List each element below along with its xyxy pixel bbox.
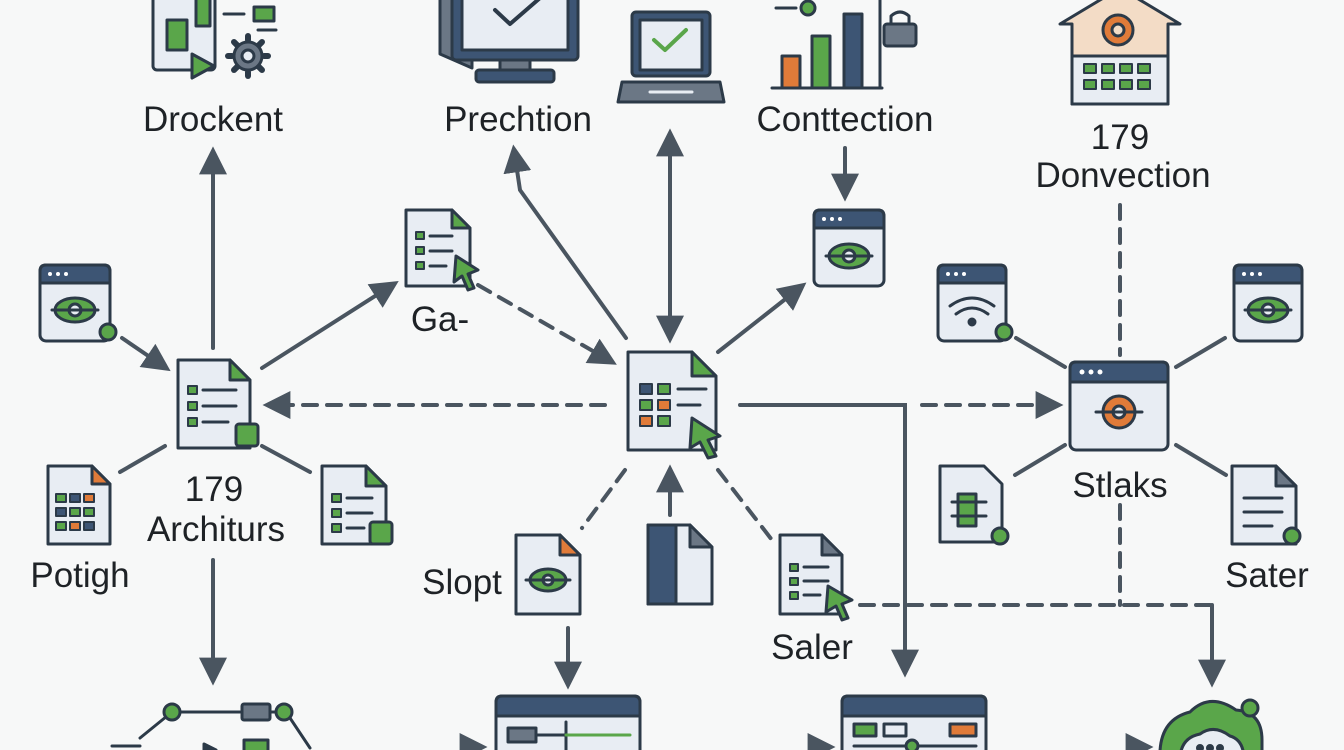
browser-dashboard-icon — [840, 694, 988, 750]
arrow-hub-to-prechtion — [503, 144, 628, 340]
bar-chart-lock-icon — [770, 0, 918, 90]
arrow-architurs-to-ga — [260, 280, 399, 370]
connectors — [118, 128, 1228, 750]
browser-eye-icon — [812, 208, 886, 288]
label-potigh: Potigh — [30, 556, 130, 595]
browser-eye-icon — [1232, 263, 1304, 343]
label-donvection-number: 179 — [1090, 118, 1150, 157]
laptop-check-icon — [616, 10, 726, 104]
link-hub-slopt — [580, 468, 627, 530]
document-grid-cursor-icon — [626, 350, 722, 460]
link-stlaks-right-window — [1174, 336, 1227, 369]
label-conttection: Conttection — [756, 100, 934, 139]
label-architurs-number: 179 — [184, 470, 244, 509]
document-grid-icon — [320, 464, 394, 546]
book-icon — [646, 523, 714, 606]
browser-eye-icon — [38, 263, 118, 343]
document-switch-icon — [938, 464, 1010, 546]
link-architurs-potigh — [118, 444, 167, 474]
label-stlaks: Stlaks — [1072, 466, 1168, 505]
link-hub-saler — [716, 468, 774, 542]
flow-nodes-icon — [110, 702, 312, 750]
arrow-hub-to-conttection-window — [716, 282, 807, 354]
document-grid-icon — [46, 464, 112, 546]
house-gear-icon — [1058, 0, 1182, 106]
monitor-check-icon — [438, 0, 580, 84]
document-cursor-icon — [404, 208, 480, 292]
browser-wifi-icon — [936, 263, 1014, 343]
browser-flow-icon — [494, 694, 642, 750]
label-ga: Ga- — [410, 300, 470, 339]
link-stlaks-right-doc — [1013, 443, 1067, 477]
label-prechtion: Prechtion — [444, 100, 592, 139]
label-donvection: Donvection — [1035, 156, 1211, 195]
workflow-gear-icon — [151, 0, 278, 80]
cloud-chat-icon — [1158, 698, 1264, 750]
arrow-ga-to-hub — [476, 283, 617, 365]
document-eye-icon — [514, 533, 582, 616]
arrow-left-window-to-architurs — [120, 336, 171, 372]
link-stlaks-wifi — [1014, 336, 1067, 369]
label-saler: Saler — [771, 628, 853, 667]
link-stlaks-sater — [1174, 443, 1228, 477]
document-list-icon — [176, 358, 260, 450]
document-cursor-icon — [778, 533, 854, 622]
document-list-icon — [1230, 464, 1302, 546]
label-sater: Sater — [1225, 556, 1309, 595]
link-architurs-left-doc — [260, 444, 312, 474]
browser-gear-icon — [1068, 360, 1170, 452]
arrow-hub-to-bottom-browser-2 — [738, 403, 919, 678]
label-drockent: Drockent — [142, 100, 284, 139]
label-slopt: Slopt — [422, 563, 502, 602]
label-architurs: Architurs — [146, 510, 286, 549]
